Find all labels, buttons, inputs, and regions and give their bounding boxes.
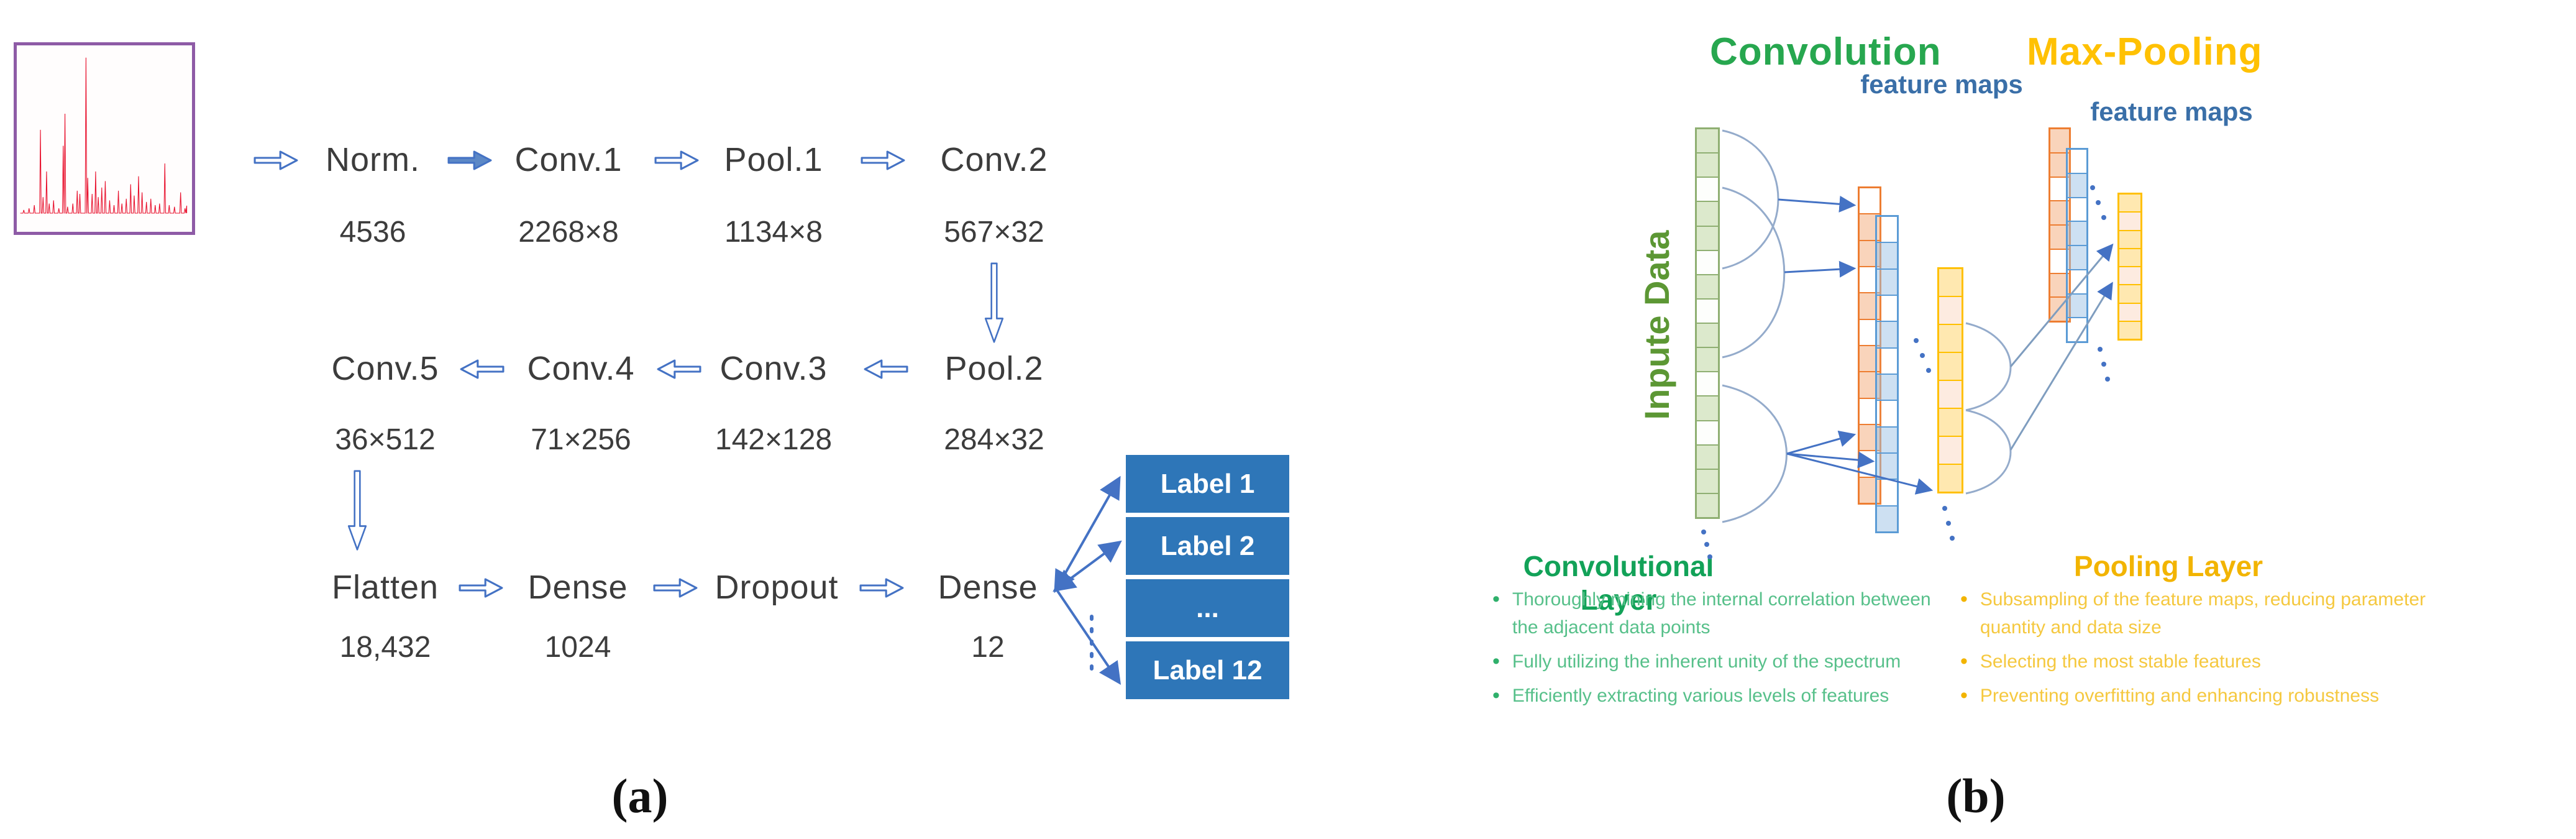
- pooled-map-column-1: [1937, 267, 1963, 493]
- spectrum-inset: [14, 42, 195, 235]
- list-item: •Fully utilizing the inherent unity of t…: [1492, 648, 1940, 676]
- input-data-column: [1695, 127, 1720, 519]
- bullet-icon: •: [1960, 587, 1968, 611]
- list-item: •Efficiently extracting various levels o…: [1492, 682, 1940, 710]
- size-pool2: 284×32: [944, 423, 1044, 456]
- bullet-icon: •: [1492, 587, 1500, 611]
- size-norm: 4536: [339, 216, 406, 249]
- conv-feature-map-blue-1: [1875, 215, 1899, 533]
- size-conv1: 2268×8: [518, 216, 619, 249]
- layer-dense2: Dense: [938, 569, 1038, 606]
- size-pool1: 1134×8: [724, 216, 823, 249]
- flow-arrow-right-icon: [253, 147, 299, 174]
- list-item: •Selecting the most stable features: [1960, 648, 2457, 676]
- pooling-layer-heading: Pooling Layer: [2073, 550, 2263, 582]
- flow-arrow-down-icon: [982, 262, 1006, 344]
- output-label-12: Label 12: [1126, 641, 1289, 699]
- flow-arrow-right-icon: [459, 574, 505, 602]
- flow-arrow-right-icon: [861, 147, 907, 174]
- size-conv3: 142×128: [715, 423, 833, 456]
- list-item: •Subsampling of the feature maps, reduci…: [1960, 585, 2457, 641]
- flow-arrow-right-icon: [654, 147, 700, 174]
- output-label-ellipsis: ...: [1126, 579, 1289, 637]
- size-dense1: 1024: [544, 631, 611, 664]
- layer-dropout: Dropout: [715, 569, 839, 606]
- flow-arrow-left-icon: [459, 355, 505, 383]
- output-label-2: Label 2: [1126, 517, 1289, 575]
- layer-norm: Norm.: [326, 141, 420, 178]
- flow-arrow-left-icon: [862, 355, 908, 383]
- size-conv5: 36×512: [335, 423, 436, 456]
- convolution-title: Convolution: [1710, 30, 1942, 73]
- pooled-map-column-2: [2117, 193, 2142, 341]
- layer-conv2: Conv.2: [940, 141, 1048, 178]
- size-dense2: 12: [971, 631, 1005, 664]
- caption-a: (a): [611, 769, 669, 823]
- flow-arrow-down-icon: [345, 470, 369, 552]
- layer-conv5: Conv.5: [331, 350, 439, 387]
- flow-arrow-right-icon: [447, 147, 493, 174]
- max-pooling-title: Max-Pooling: [2027, 30, 2263, 73]
- layer-conv3: Conv.3: [719, 350, 828, 387]
- layer-conv1: Conv.1: [514, 141, 623, 178]
- list-item: •Preventing overfitting and enhancing ro…: [1960, 682, 2457, 710]
- size-conv4: 71×256: [531, 423, 631, 456]
- layer-flatten: Flatten: [331, 569, 439, 606]
- bullet-icon: •: [1492, 649, 1500, 673]
- conv-feature-map-blue-2: [2066, 148, 2088, 343]
- layer-pool2: Pool.2: [944, 350, 1044, 387]
- flow-arrow-right-icon: [653, 574, 699, 602]
- caption-b: (b): [1946, 769, 2006, 823]
- conv-layer-heading: Convolutional Layer: [1523, 550, 1714, 616]
- pooling-layer-bullet-list: •Subsampling of the feature maps, reduci…: [1960, 585, 2457, 716]
- conv-layer-bullet-list: •Thoroughly mining the internal correlat…: [1492, 585, 1940, 716]
- layer-dense1: Dense: [528, 569, 628, 606]
- layer-conv4: Conv.4: [527, 350, 635, 387]
- spectrum-plot-icon: [17, 45, 192, 232]
- size-conv2: 567×32: [944, 216, 1044, 249]
- list-item: •Thoroughly mining the internal correlat…: [1492, 585, 1940, 641]
- input-data-axis-label: Inpute Data: [1637, 230, 1676, 420]
- layer-pool1: Pool.1: [724, 141, 823, 178]
- bullet-icon: •: [1960, 649, 1968, 673]
- feature-maps-label-2: feature maps: [2090, 97, 2253, 126]
- flow-arrow-left-icon: [655, 355, 701, 383]
- convolution-arrows: [1778, 195, 1934, 495]
- bullet-icon: •: [1492, 684, 1500, 707]
- output-label-1: Label 1: [1126, 455, 1289, 513]
- size-flatten: 18,432: [339, 631, 431, 664]
- feature-maps-label-1: feature maps: [1860, 70, 2023, 99]
- flow-arrow-right-icon: [859, 574, 905, 602]
- bullet-icon: •: [1960, 684, 1968, 707]
